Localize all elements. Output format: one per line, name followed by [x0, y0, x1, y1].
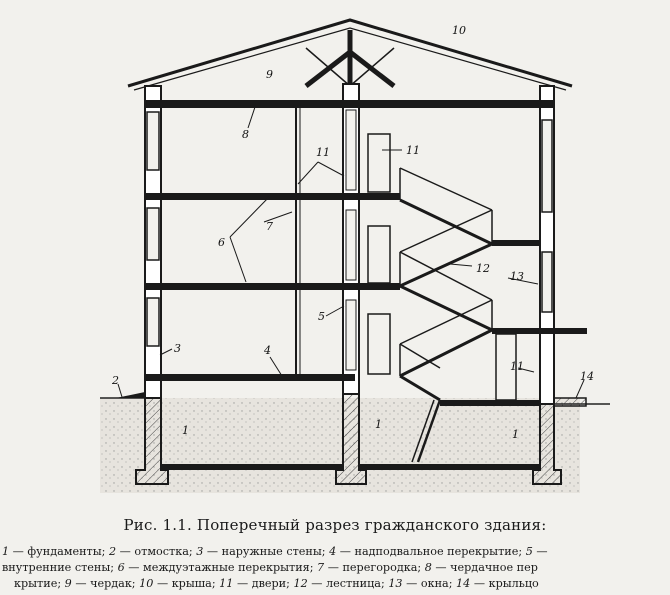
legend-number: 7	[317, 561, 325, 574]
legend-number: 8	[424, 561, 432, 574]
label-1-right: 1	[512, 428, 519, 441]
legend-number: 5	[525, 545, 533, 558]
label-4: 4	[263, 344, 271, 357]
legend-line: 1 — фундаменты; 2 — отмостка; 3 — наружн…	[2, 544, 670, 560]
legend-text: — фундаменты;	[9, 545, 109, 558]
landing-middle	[492, 328, 587, 334]
foundations	[135, 393, 562, 485]
label-13: 13	[510, 270, 524, 283]
building-cross-section-diagram: 1 1 1 2 3 4 5 6 7 8 9 10 11 11 11 12 13 …	[100, 18, 610, 493]
legend-number: 14	[456, 577, 471, 590]
label-12: 12	[476, 262, 490, 275]
basement-floor	[161, 464, 540, 470]
figure-caption-title: Рис. 1.1. Поперечный разрез гражданского…	[123, 516, 547, 534]
label-11-upper: 11	[316, 146, 330, 159]
legend-number: 12	[293, 577, 308, 590]
floor-slab-3	[145, 193, 350, 200]
landing-upper	[492, 240, 540, 246]
label-3: 3	[174, 342, 181, 355]
legend-text: —	[532, 545, 548, 558]
legend-number: 2	[108, 545, 117, 558]
legend-text: — крыльцо	[470, 577, 539, 590]
legend-text: — междуэтажные перекрытия;	[124, 561, 318, 574]
legend-number: 13	[388, 577, 403, 590]
label-6: 6	[218, 236, 225, 249]
porch	[553, 397, 587, 407]
legend-text: — отмостка;	[116, 545, 197, 558]
label-1-middle: 1	[375, 418, 382, 431]
legend-number: 9	[64, 577, 72, 590]
legend-text: — чердачное пер	[431, 561, 538, 574]
exterior-wall-right	[539, 85, 555, 405]
floor-slab-3-right	[350, 193, 400, 200]
leader-lines	[117, 103, 585, 399]
legend-number: 3	[196, 545, 204, 558]
label-5: 5	[318, 310, 325, 323]
legend-text: внутренние стены;	[2, 561, 118, 574]
legend-number: 1	[2, 545, 10, 558]
roof	[127, 18, 573, 100]
legend-number: 4	[329, 545, 337, 558]
attic-floor-slab	[145, 100, 554, 108]
legend-text: — окна;	[402, 577, 457, 590]
legend-number: 6	[117, 561, 125, 574]
legend-text: — надподвальное перекрытие;	[336, 545, 526, 558]
label-10: 10	[452, 24, 466, 37]
blind-area	[116, 392, 145, 398]
legend-text: крытие;	[14, 577, 65, 590]
exterior-wall-left	[144, 85, 162, 399]
label-11-door: 11	[406, 144, 420, 157]
interior-wall	[342, 83, 360, 395]
legend-line: крытие; 9 — чердак; 10 — крыша; 11 — две…	[2, 576, 670, 592]
label-14: 14	[580, 370, 594, 383]
legend-line: внутренние стены; 6 — междуэтажные перек…	[2, 560, 670, 576]
legend-text: — двери;	[233, 577, 294, 590]
floor-slab-2-right	[350, 283, 400, 290]
partition-wall	[295, 108, 301, 374]
legend-text: — перегородка;	[324, 561, 425, 574]
legend-text: — лестница;	[307, 577, 389, 590]
label-9: 9	[266, 68, 273, 81]
legend-text: — наружные стены;	[203, 545, 330, 558]
legend-number: 10	[139, 577, 154, 590]
label-7: 7	[266, 220, 273, 233]
label-1-left: 1	[182, 424, 189, 437]
figure-legend: 1 — фундаменты; 2 — отмостка; 3 — наружн…	[2, 544, 670, 592]
diagram-labels: 1 1 1 2 3 4 5 6 7 8 9 10 11 11 11 12 13 …	[111, 24, 594, 441]
doors	[367, 133, 517, 401]
legend-text: — чердак;	[71, 577, 140, 590]
legend-text: — крыша;	[153, 577, 220, 590]
label-11-lower: 11	[510, 360, 524, 373]
legend-number: 11	[219, 577, 234, 590]
label-8: 8	[242, 128, 249, 141]
label-2: 2	[111, 374, 119, 387]
basement-ceiling-slab	[145, 374, 355, 381]
landing-entrance	[440, 400, 540, 406]
staircase	[399, 167, 493, 463]
floor-slab-2	[145, 283, 350, 290]
